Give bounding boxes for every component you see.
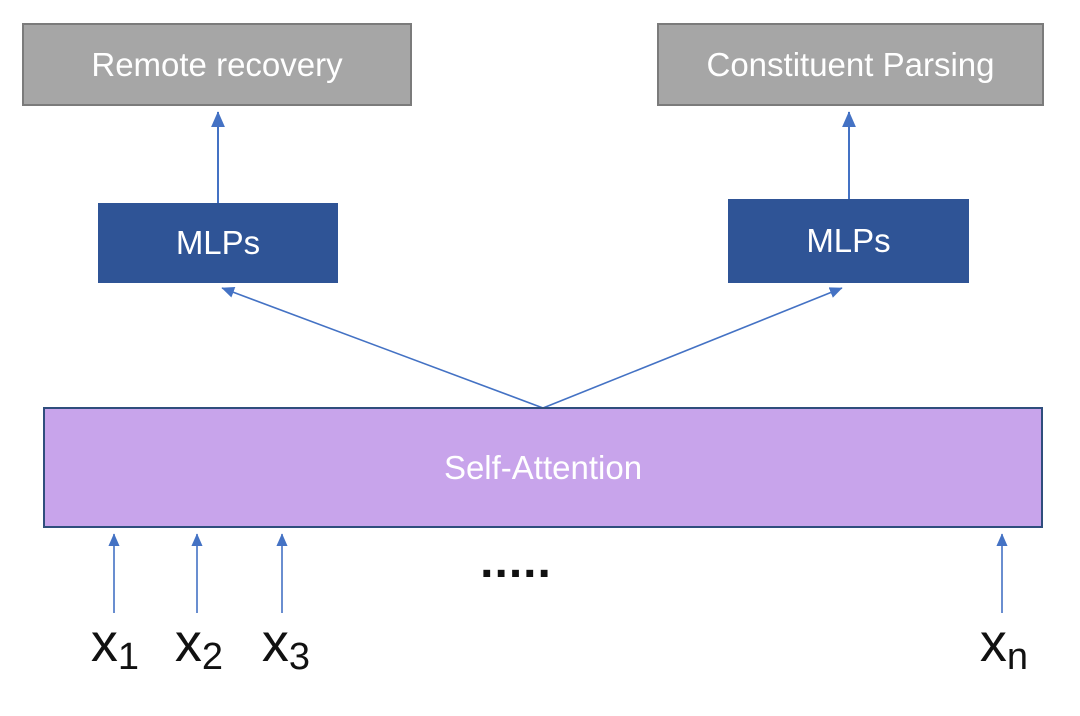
mlp-label: MLPs	[175, 224, 261, 261]
task-label: Constituent Parsing	[706, 45, 995, 83]
task-label: Remote recovery	[91, 45, 343, 83]
arrow-attention-to-mlp-right	[542, 287, 843, 409]
input-label-x1: x1	[90, 613, 139, 676]
self-attention-box: Self-Attention	[43, 407, 1043, 528]
input-base: x	[174, 613, 202, 673]
input-label-xn: xn	[979, 613, 1028, 676]
input-subscript: 1	[117, 636, 140, 679]
input-subscript: 3	[288, 636, 311, 679]
input-subscript: 2	[201, 636, 224, 679]
ellipsis-dots: .....	[480, 535, 552, 588]
task-box-remote-recovery: Remote recovery	[22, 23, 412, 106]
arrow-attention-to-mlp-left	[221, 287, 544, 409]
task-box-constituent-parsing: Constituent Parsing	[657, 23, 1044, 106]
self-attention-label: Self-Attention	[443, 448, 643, 486]
mlp-label: MLPs	[806, 222, 891, 259]
input-subscript: n	[1006, 636, 1029, 679]
input-base: x	[261, 613, 289, 673]
input-base: x	[979, 613, 1007, 673]
input-label-x2: x2	[174, 613, 223, 676]
mlp-box-right: MLPs	[728, 199, 969, 283]
mlp-box-left: MLPs	[98, 203, 338, 283]
input-base: x	[90, 613, 118, 673]
input-label-x3: x3	[261, 613, 310, 676]
